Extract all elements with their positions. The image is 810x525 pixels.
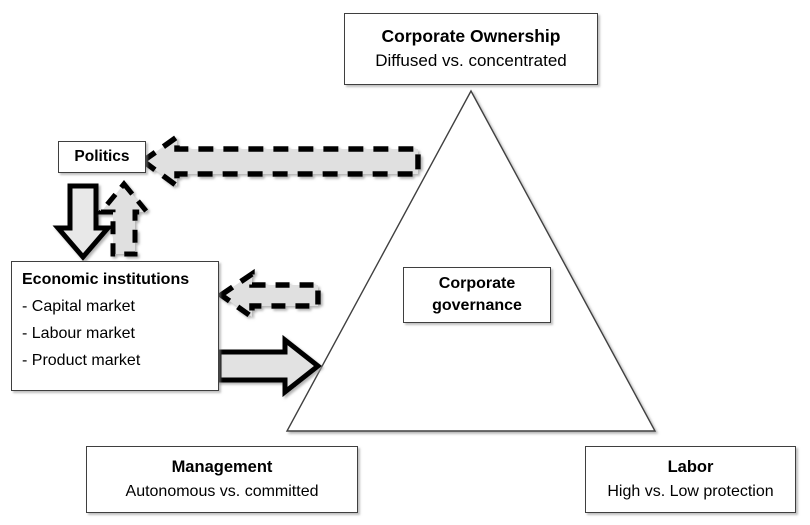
economic-institutions-item-labour: - Labour market	[22, 325, 135, 342]
box-labor: Labor High vs. Low protection	[585, 446, 796, 513]
governance-triangle	[285, 89, 657, 432]
labor-title: Labor	[667, 458, 714, 477]
economic-institutions-item-product: - Product market	[22, 352, 141, 369]
corporate-governance-line1: Corporate	[438, 275, 516, 293]
box-politics: Politics	[58, 141, 146, 173]
box-corporate-ownership: Corporate Ownership Diffused vs. concent…	[344, 13, 598, 85]
politics-title: Politics	[74, 148, 130, 165]
arrow-ownership-to-politics	[138, 131, 421, 192]
economic-institutions-item-capital: - Capital market	[22, 298, 135, 315]
economic-institutions-title: Economic institutions	[22, 271, 190, 288]
box-management: Management Autonomous vs. committed	[86, 446, 358, 513]
arrow-triangle-to-economic	[216, 268, 321, 323]
arrow-politics-to-economic	[52, 183, 114, 261]
corporate-ownership-subtitle: Diffused vs. concentrated	[375, 51, 567, 71]
arrow-economic-to-politics	[95, 180, 153, 257]
box-economic-institutions: Economic institutions - Capital market -…	[11, 261, 219, 391]
corporate-governance-line2: governance	[432, 297, 522, 314]
labor-subtitle: High vs. Low protection	[607, 482, 774, 500]
management-title: Management	[171, 458, 273, 477]
management-subtitle: Autonomous vs. committed	[125, 482, 319, 500]
box-corporate-governance: Corporate governance	[403, 267, 551, 323]
corporate-ownership-title: Corporate Ownership	[381, 25, 561, 46]
arrow-economic-to-triangle	[216, 334, 323, 398]
